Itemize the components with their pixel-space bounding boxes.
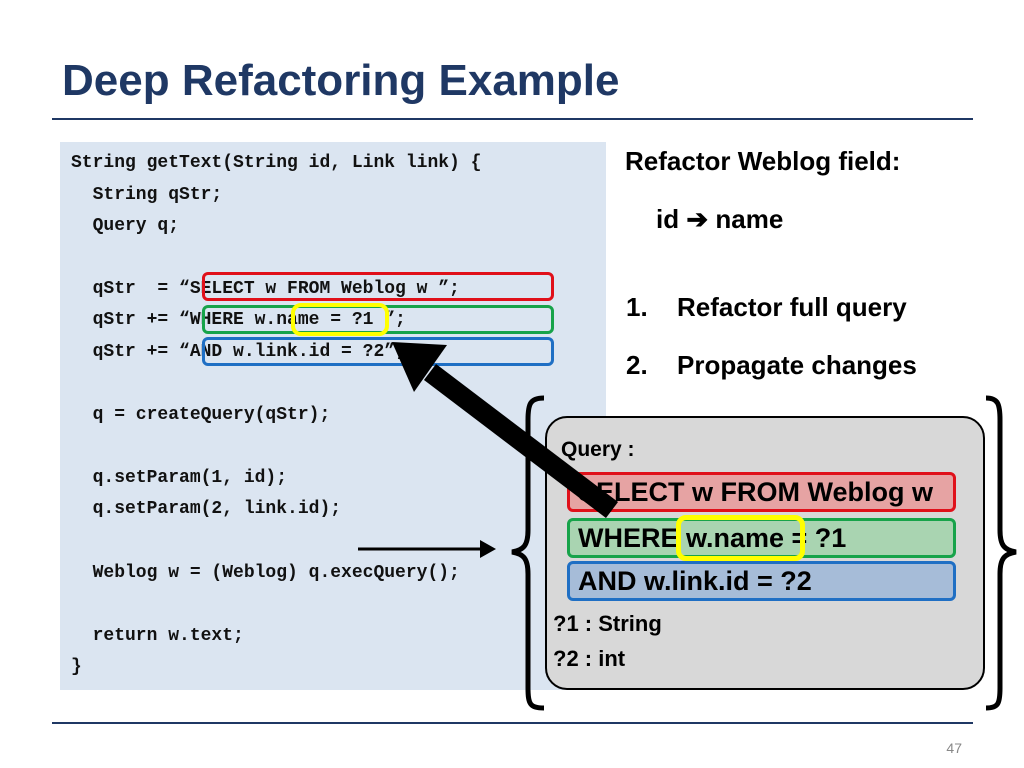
- code-line: return w.text;: [71, 626, 244, 646]
- step-item: 2. Propagate changes: [626, 350, 917, 381]
- rename-from: id: [656, 204, 680, 234]
- code-line: Query q;: [71, 216, 180, 236]
- step-number: 2.: [626, 350, 648, 380]
- code-line: q.setParam(2, link.id);: [71, 499, 342, 519]
- rename-to: name: [715, 204, 784, 234]
- propagate-arrow-icon: [392, 342, 619, 518]
- w-name-query-highlight: [676, 515, 805, 561]
- query-select-part: SELECT w FROM Weblog w: [567, 472, 956, 512]
- execquery-arrow-icon: [358, 540, 496, 558]
- query-and-part: AND w.link.id = ?2: [567, 561, 956, 601]
- refactor-heading: Refactor Weblog field:: [625, 146, 901, 176]
- code-block: String getText(String id, Link link) { S…: [60, 142, 606, 690]
- step-item: 1. Refactor full query: [626, 292, 907, 323]
- rename-line: id ➔ name: [656, 204, 783, 235]
- query-label: Query :: [561, 438, 635, 461]
- w-name-code-highlight: [291, 303, 389, 336]
- code-line: String qStr;: [71, 185, 223, 205]
- select-string-highlight: [202, 272, 554, 301]
- step-number: 1.: [626, 292, 648, 322]
- code-line: }: [71, 657, 82, 677]
- footer-divider: [52, 722, 973, 724]
- page-number: 47: [946, 740, 962, 756]
- code-line: Weblog w = (Weblog) q.execQuery();: [71, 563, 460, 583]
- code-line: String getText(String id, Link link) {: [71, 153, 482, 173]
- arrow-right-icon: ➔: [686, 204, 709, 234]
- code-line: q = createQuery(qStr);: [71, 405, 331, 425]
- title-divider: [52, 118, 973, 120]
- and-string-highlight: [202, 337, 554, 366]
- code-line: qStr += “AND w.link.id = ?2”;: [71, 342, 406, 362]
- left-brace-icon: [511, 395, 545, 711]
- code-line: qStr = “SELECT w FROM Weblog w ”;: [71, 279, 460, 299]
- step-label: Propagate changes: [677, 350, 917, 380]
- right-brace-icon: [985, 395, 1017, 711]
- code-line: qStr += “WHERE w.name = ?1 ”;: [71, 310, 406, 330]
- slide-title: Deep Refactoring Example: [62, 56, 620, 105]
- param-type: ?2 : int: [553, 646, 626, 671]
- query-panel: Query : SELECT w FROM Weblog w WHERE w.n…: [545, 416, 985, 690]
- step-label: Refactor full query: [677, 292, 907, 322]
- param-type: ?1 : String: [553, 611, 662, 636]
- code-line: q.setParam(1, id);: [71, 468, 288, 488]
